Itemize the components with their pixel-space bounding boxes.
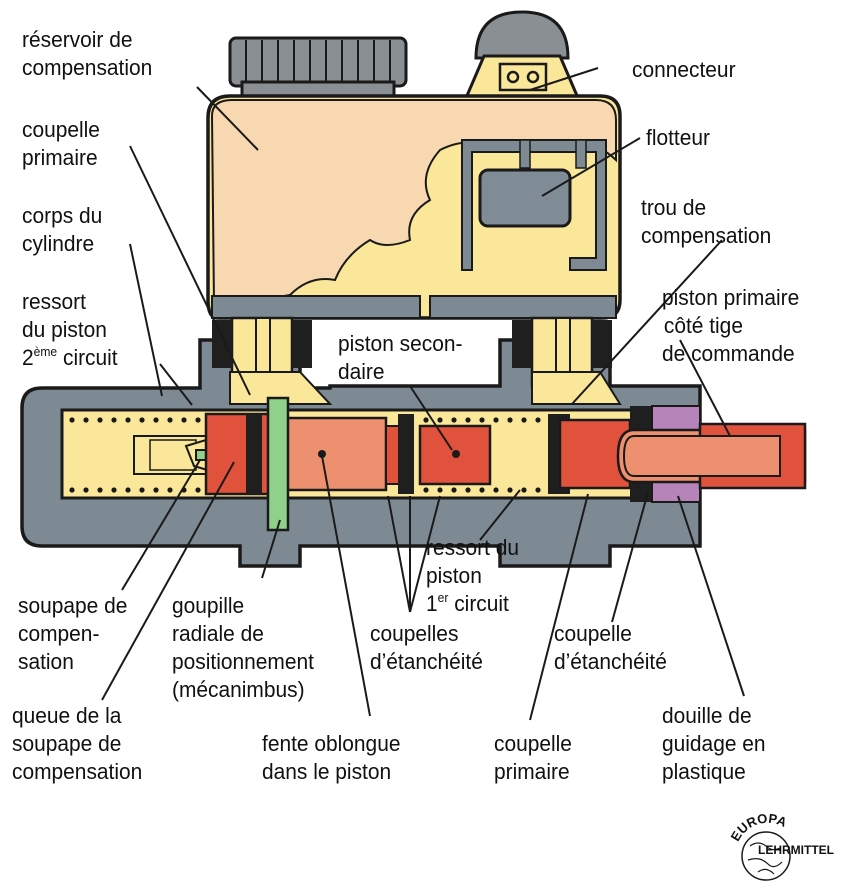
- label-piston-secondaire-line1: piston secon-: [338, 331, 463, 356]
- logo-top-text: EUROPA: [728, 811, 790, 844]
- label-reservoir-line2: compensation: [22, 55, 153, 80]
- reservoir-cap-left: [228, 36, 408, 100]
- label-coupelle-primaire-bottom: coupelle primaire: [494, 730, 572, 786]
- label-soupape: soupape de compen- sation: [18, 592, 127, 676]
- label-piston-secondaire-line2: daire: [338, 359, 385, 384]
- label-ressort-1-num: 1: [426, 591, 438, 616]
- label-coupelle-etancheite-line2: d’étanchéité: [554, 649, 667, 674]
- spring-primary: [423, 417, 541, 493]
- label-corps: corps du cylindre: [22, 202, 102, 258]
- compensation-valve: [133, 435, 277, 475]
- label-ressort-1-line3: 1er circuit: [426, 590, 519, 618]
- label-coupelles-etancheite-line2: d’étanchéité: [370, 649, 483, 674]
- label-ressort-1: ressort du piston 1er circuit: [426, 534, 519, 618]
- label-coupelle-primaire-top-line1: coupelle: [22, 117, 100, 142]
- label-flotteur: flotteur: [646, 124, 710, 152]
- label-douille: douille de guidage en plastique: [662, 702, 766, 786]
- label-ressort-2-line1: ressort: [22, 289, 86, 314]
- label-queue: queue de la soupape de compensation: [12, 702, 142, 786]
- label-piston-primaire: piston primaire côté tige de commande: [662, 284, 799, 368]
- label-trou-line1: trou de: [641, 195, 707, 220]
- label-reservoir-line1: réservoir de: [22, 27, 133, 52]
- label-douille-line2: guidage en: [662, 731, 766, 756]
- label-ressort-2-rest: circuit: [57, 345, 118, 370]
- label-flotteur-line1: flotteur: [646, 125, 710, 150]
- label-goupille-line4: (mécanimbus): [172, 677, 305, 702]
- label-ressort-2-sup: ème: [33, 343, 58, 359]
- label-coupelles-etancheite: coupelles d’étanchéité: [370, 620, 483, 676]
- label-fente-line2: dans le piston: [262, 759, 392, 784]
- label-ressort-2-num: 2: [22, 345, 34, 370]
- label-goupille-line1: goupille: [172, 593, 245, 618]
- label-ressort-2: ressort du piston 2ème circuit: [22, 288, 118, 372]
- label-goupille-line3: positionnement: [172, 649, 314, 674]
- label-trou-line2: compensation: [641, 223, 772, 248]
- label-douille-line1: douille de: [662, 703, 752, 728]
- label-goupille-line2: radiale de: [172, 621, 264, 646]
- label-ressort-1-line1: ressort du: [426, 535, 520, 560]
- label-coupelle-primaire-top: coupelle primaire: [22, 116, 100, 172]
- label-soupape-line1: soupape de: [18, 593, 128, 618]
- label-fente-line1: fente oblongue: [262, 731, 401, 756]
- label-reservoir: réservoir de compensation: [22, 26, 152, 82]
- label-corps-line2: cylindre: [22, 231, 95, 256]
- label-coupelle-primaire-bottom-line1: coupelle: [494, 731, 572, 756]
- label-coupelle-etancheite-line1: coupelle: [554, 621, 632, 646]
- label-ressort-2-line3: 2ème circuit: [22, 344, 118, 372]
- label-soupape-line3: sation: [18, 649, 74, 674]
- label-ressort-1-line2: piston: [426, 563, 482, 588]
- label-trou: trou de compensation: [641, 194, 771, 250]
- label-corps-line1: corps du: [22, 203, 103, 228]
- radial-pin: [266, 396, 290, 532]
- label-goupille: goupille radiale de positionnement (méca…: [172, 592, 314, 704]
- connector-cap: [463, 10, 581, 100]
- label-coupelle-primaire-bottom-line2: primaire: [494, 759, 570, 784]
- leader-lines: [101, 67, 745, 721]
- label-connecteur: connecteur: [632, 56, 736, 84]
- label-coupelles-etancheite-line1: coupelles: [370, 621, 459, 646]
- secondary-piston: [204, 412, 492, 496]
- logo-bottom-text: LEHRMITTEL: [758, 843, 834, 857]
- label-ressort-1-sup: er: [437, 589, 449, 605]
- label-ressort-1-rest: circuit: [448, 591, 509, 616]
- label-fente: fente oblongue dans le piston: [262, 730, 400, 786]
- label-piston-primaire-line3: de commande: [662, 341, 795, 366]
- label-connecteur-line1: connecteur: [632, 57, 736, 82]
- reservoir: [206, 10, 622, 320]
- label-coupelle-primaire-top-line2: primaire: [22, 145, 98, 170]
- label-coupelle-etancheite: coupelle d’étanchéité: [554, 620, 667, 676]
- europa-lehrmittel-logo: EUROPA LEHRMITTEL: [728, 811, 834, 881]
- label-piston-secondaire: piston secon- daire: [338, 330, 462, 386]
- label-queue-line1: queue de la: [12, 703, 122, 728]
- label-queue-line3: compensation: [12, 759, 143, 784]
- label-ressort-2-line2: du piston: [22, 317, 107, 342]
- label-soupape-line2: compen-: [18, 621, 100, 646]
- label-douille-line3: plastique: [662, 759, 746, 784]
- label-piston-primaire-line2: côté tige: [663, 313, 743, 338]
- svg-text:EUROPA: EUROPA: [728, 811, 790, 844]
- label-queue-line2: soupape de: [12, 731, 122, 756]
- label-piston-primaire-line1: piston primaire: [662, 285, 800, 310]
